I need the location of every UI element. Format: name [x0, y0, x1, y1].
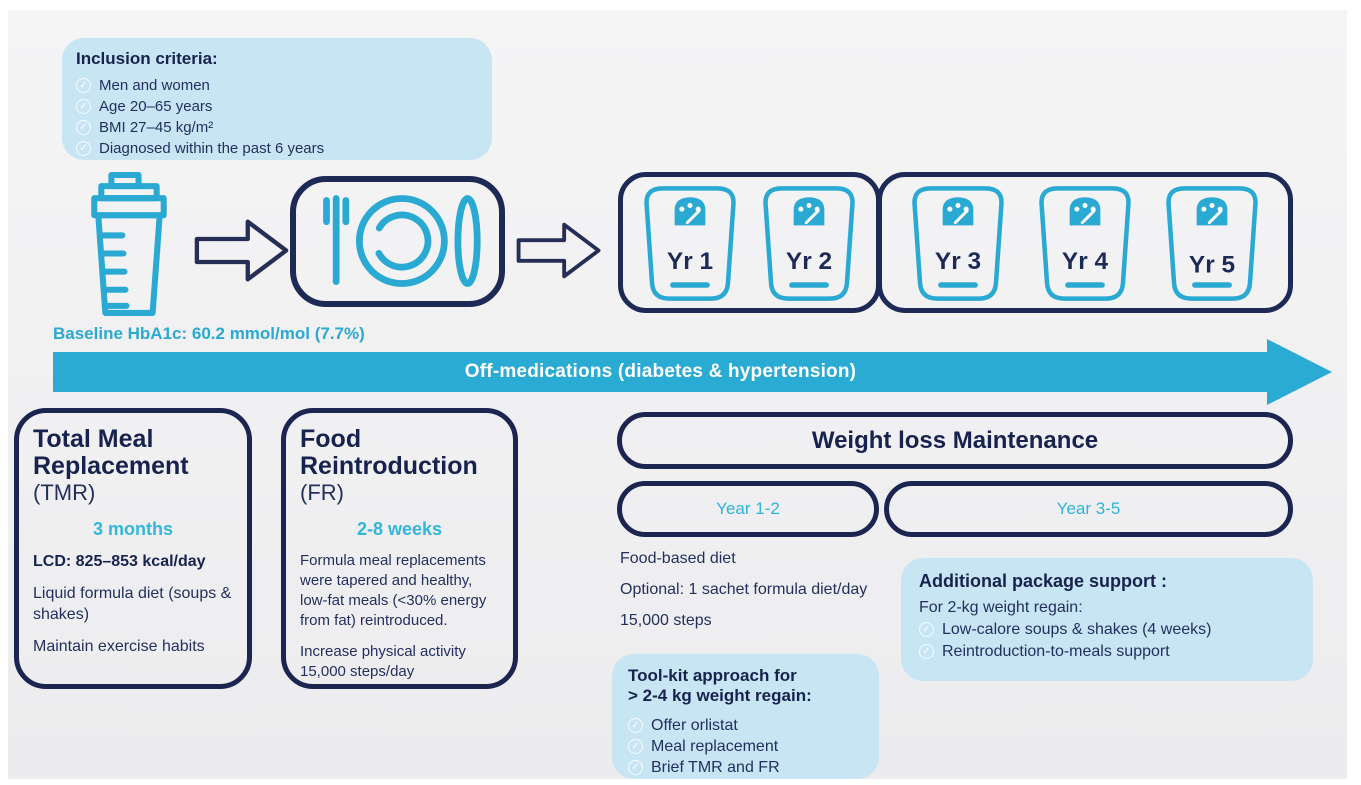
- year-3-5-pill: Year 3-5: [884, 481, 1293, 537]
- year-label: Yr 4: [1062, 247, 1109, 274]
- weight-scale-icon: Yr 4: [1039, 185, 1131, 301]
- inclusion-item: ✓ Men and women: [76, 75, 478, 96]
- toolkit-item-label: Meal replacement: [651, 738, 779, 756]
- check-icon: ✓: [76, 120, 91, 135]
- toolkit-item: ✓ Meal replacement: [628, 736, 863, 757]
- check-icon: ✓: [76, 99, 91, 114]
- diet-line: 15,000 steps: [620, 612, 712, 629]
- toolkit-item-label: Brief TMR and FR: [651, 759, 780, 777]
- year-label: Yr 5: [1189, 251, 1235, 278]
- weight-scale-icon: Yr 5: [1166, 185, 1258, 301]
- toolkit-title-line2: > 2-4 kg weight regain:: [628, 686, 812, 706]
- inclusion-item: ✓ Age 20–65 years: [76, 96, 478, 117]
- inclusion-item: ✓ BMI 27–45 kg/m²: [76, 117, 478, 138]
- baseline-hba1c-label: Baseline HbA1c: 60.2 mmol/mol (7.7%): [53, 324, 365, 343]
- support-item-label: Low-calore soups & shakes (4 weeks): [942, 621, 1212, 638]
- fr-paragraph: Formula meal replacements were tapered a…: [300, 552, 487, 629]
- year-1-2-pill: Year 1-2: [617, 481, 879, 537]
- inclusion-item-label: Age 20–65 years: [99, 98, 213, 115]
- toolkit-item-label: Offer orlistat: [651, 717, 738, 735]
- toolkit-title-line1: Tool-kit approach for: [628, 666, 797, 685]
- maintenance-title: Weight loss Maintenance: [811, 426, 1099, 454]
- additional-support-box: Additional package support : For 2-kg we…: [901, 558, 1313, 681]
- inclusion-item: ✓ Diagnosed within the past 6 years: [76, 138, 478, 159]
- meal-plate-icon: [322, 194, 481, 287]
- support-item-label: Reintroduction-to-meals support: [942, 643, 1170, 660]
- check-icon: ✓: [76, 141, 91, 156]
- year-label: Yr 3: [935, 247, 981, 274]
- diet-line: Optional: 1 sachet formula diet/day: [620, 581, 868, 598]
- check-icon: ✓: [628, 718, 643, 734]
- year-label: Yr 2: [786, 247, 832, 274]
- tmr-duration: 3 months: [92, 519, 173, 539]
- maintenance-diet-lines: Food-based diet Optional: 1 sachet formu…: [620, 550, 867, 643]
- fr-duration: 2-8 weeks: [356, 519, 443, 539]
- check-icon: ✓: [628, 760, 643, 776]
- flow-arrow-icon: [516, 222, 601, 279]
- support-item: ✓ Reintroduction-to-meals support: [919, 641, 1295, 663]
- check-icon: ✓: [919, 622, 934, 637]
- tmr-phase-box: Total Meal Replacement (TMR) 3 months LC…: [14, 408, 252, 689]
- toolkit-list: ✓ Offer orlistat ✓ Meal replacement ✓ Br…: [628, 715, 863, 778]
- off-medications-label: Off-medications (diabetes & hypertension…: [464, 361, 857, 382]
- diet-line: Food-based diet: [620, 550, 736, 567]
- weight-scale-icon: Yr 2: [762, 185, 855, 301]
- fr-paragraph: Increase physical activity 15,000 steps/…: [300, 643, 466, 680]
- off-medications-arrow: Off-medications (diabetes & hypertension…: [53, 352, 1268, 392]
- inclusion-item-label: Men and women: [99, 77, 210, 94]
- inclusion-item-label: BMI 27–45 kg/m²: [99, 119, 214, 136]
- toolkit-box: Tool-kit approach for > 2-4 kg weight re…: [612, 654, 879, 779]
- flow-arrow-icon: [194, 219, 289, 282]
- additional-support-title: Additional package support :: [919, 571, 1168, 591]
- check-icon: ✓: [628, 739, 643, 755]
- inclusion-criteria-box: Inclusion criteria: ✓ Men and women ✓ Ag…: [62, 38, 492, 160]
- shaker-bottle-icon: [91, 172, 167, 316]
- year-1-2-label: Year 1-2: [716, 499, 780, 518]
- weight-scale-icon: Yr 1: [644, 185, 737, 301]
- meal-plate-box: [290, 176, 505, 307]
- tmr-abbr: (TMR): [33, 480, 96, 505]
- maintenance-title-pill: Weight loss Maintenance: [617, 412, 1293, 469]
- tmr-line: LCD: 825–853 kcal/day: [33, 553, 206, 570]
- toolkit-item: ✓ Brief TMR and FR: [628, 757, 863, 778]
- inclusion-item-label: Diagnosed within the past 6 years: [99, 140, 325, 157]
- check-icon: ✓: [919, 644, 934, 659]
- tmr-line: Maintain exercise habits: [33, 638, 205, 655]
- year-3-5-label: Year 3-5: [1056, 499, 1121, 518]
- tmr-title: Total Meal Replacement: [33, 425, 189, 480]
- year-label: Yr 1: [667, 247, 713, 274]
- weight-scale-icon: Yr 3: [912, 185, 1004, 301]
- off-medications-arrowhead: [1267, 339, 1332, 405]
- toolkit-item: ✓ Offer orlistat: [628, 715, 863, 736]
- tmr-line: Liquid formula diet (soups & shakes): [33, 585, 232, 623]
- fr-abbr: (FR): [300, 480, 344, 505]
- check-icon: ✓: [76, 78, 91, 93]
- additional-support-subtitle: For 2-kg weight regain:: [919, 599, 1083, 616]
- scales-year-3-5-group: Yr 3 Yr 4 Yr 5: [877, 172, 1293, 313]
- support-item: ✓ Low-calore soups & shakes (4 weeks): [919, 619, 1295, 641]
- fr-phase-box: Food Reintroduction (FR) 2-8 weeks Formu…: [281, 408, 518, 689]
- fr-title: Food Reintroduction: [300, 425, 478, 480]
- inclusion-title: Inclusion criteria:: [76, 49, 218, 68]
- scales-year-1-2-group: Yr 1 Yr 2: [618, 172, 881, 313]
